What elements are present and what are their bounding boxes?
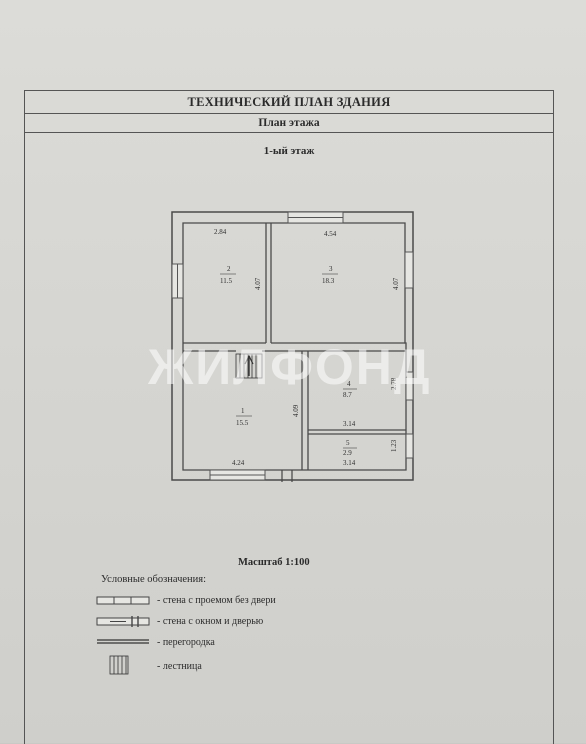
room3-height: 4.07 bbox=[392, 277, 400, 290]
floor-title: 1-ый этаж bbox=[263, 145, 315, 157]
legend-label-wall-opening: - стена с проемом без двери bbox=[157, 595, 276, 606]
room2-area: 11.5 bbox=[220, 277, 232, 285]
legend-label-stairs: - лестница bbox=[157, 661, 202, 672]
legend-label-wall-door: - стена с окном и дверью bbox=[157, 616, 264, 627]
window-right bbox=[404, 251, 414, 289]
room2-height: 4.07 bbox=[254, 277, 262, 290]
legend-title: Условные обозначения: bbox=[101, 574, 207, 585]
room5-number: 5 bbox=[346, 439, 350, 447]
scale-label: Масштаб 1:100 bbox=[238, 557, 310, 568]
window-room5 bbox=[405, 433, 414, 459]
room3-width: 4.54 bbox=[324, 230, 337, 238]
wall-door-icon bbox=[96, 616, 150, 627]
legend-symbols bbox=[96, 596, 150, 675]
room2-number: 2 bbox=[227, 265, 231, 273]
room4-number: 4 bbox=[347, 380, 351, 388]
room1-area: 15.5 bbox=[236, 419, 249, 427]
room1-width: 4.24 bbox=[232, 459, 245, 467]
document-subtitle: План этажа bbox=[25, 114, 553, 133]
room5-height: 1.23 bbox=[390, 439, 398, 452]
watermark: ЖИЛФОНД bbox=[148, 339, 432, 395]
entrance-door bbox=[281, 470, 293, 482]
legend-label-partition: - перегородка bbox=[157, 637, 215, 648]
room4-area: 8.7 bbox=[343, 391, 352, 399]
document-title: ТЕХНИЧЕСКИЙ ПЛАН ЗДАНИЯ bbox=[25, 91, 553, 114]
room2-width: 2.84 bbox=[214, 228, 227, 236]
room5-area: 2.9 bbox=[343, 449, 352, 457]
wall-opening-icon bbox=[96, 596, 150, 605]
inner-wall-outline bbox=[182, 222, 407, 471]
room-labels: 2.84 4.07 2 11.5 4.54 4.07 3 18.3 1 15.5… bbox=[214, 228, 400, 467]
room3-area: 18.3 bbox=[322, 277, 335, 285]
room1-height: 4.09 bbox=[292, 404, 300, 417]
stairs-icon bbox=[109, 655, 129, 675]
room5-width: 3.14 bbox=[343, 459, 356, 467]
interior-walls bbox=[183, 223, 406, 470]
room4-height: 2.78 bbox=[390, 377, 398, 390]
document-frame: ТЕХНИЧЕСКИЙ ПЛАН ЗДАНИЯ План этажа 1-ый … bbox=[24, 90, 554, 744]
room4-width: 3.14 bbox=[343, 420, 356, 428]
room1-number: 1 bbox=[241, 407, 245, 415]
room3-number: 3 bbox=[329, 265, 333, 273]
partition-icon bbox=[97, 639, 149, 644]
windows bbox=[171, 211, 414, 481]
window-room4 bbox=[405, 371, 414, 401]
stairs-icon bbox=[235, 353, 263, 379]
